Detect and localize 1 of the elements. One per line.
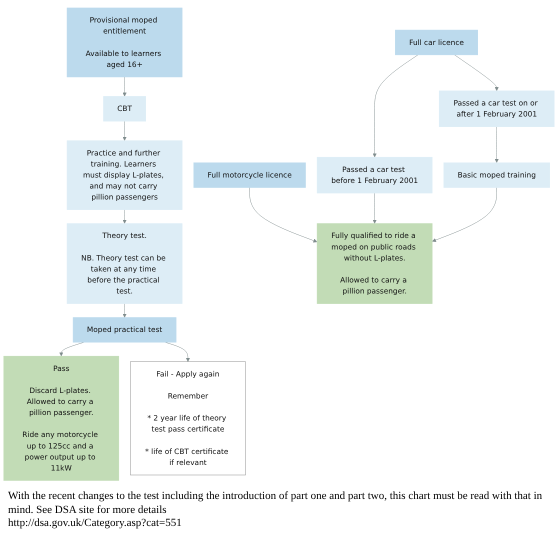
web-address: http://dsa.gov.uk/Category.asp?cat=551	[8, 516, 183, 530]
